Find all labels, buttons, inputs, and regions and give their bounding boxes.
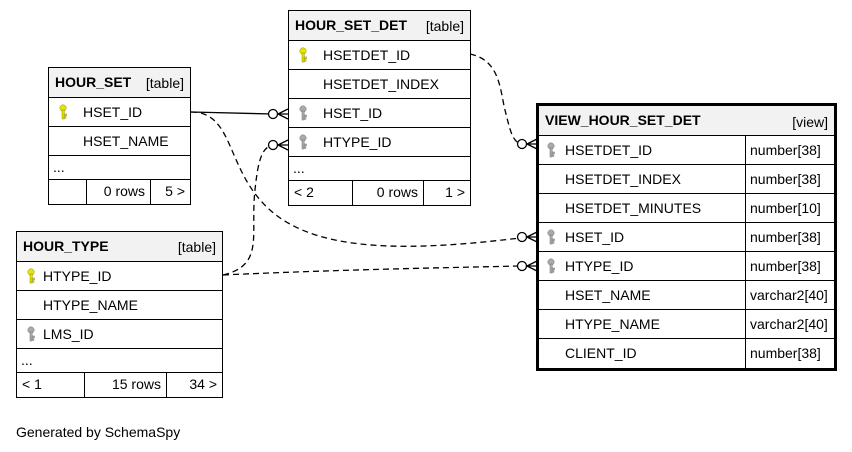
ellipsis-text: ...: [293, 160, 305, 176]
link-hourset-to-view: [190, 111, 521, 247]
column-name: HTYPE_NAME: [565, 316, 660, 332]
table-name: HOUR_TYPE: [23, 238, 109, 254]
link-end-circle: [516, 138, 528, 150]
foreign-key-icon: [299, 134, 307, 150]
link-end-circle: [516, 260, 528, 272]
column-type: varchar2[40]: [745, 310, 835, 338]
column-row: HTYPE_ID number[38]: [539, 252, 834, 281]
primary-key-icon: [27, 268, 35, 284]
column-name: HSET_ID: [83, 104, 143, 120]
column-type: number[10]: [745, 194, 835, 222]
ellipsis-row: ...: [289, 157, 470, 181]
column-type: varchar2[40]: [745, 281, 835, 309]
table-kind: [table]: [425, 18, 464, 34]
table-footer: < 1 15 rows 34 >: [17, 373, 222, 397]
column-type: number[38]: [745, 252, 835, 280]
table-header: VIEW_HOUR_SET_DET [view]: [539, 106, 834, 136]
column-name: HSETDET_ID: [323, 47, 411, 63]
link-end-circle: [516, 231, 528, 243]
ellipsis-text: ...: [21, 352, 33, 368]
table-header: HOUR_SET [table]: [49, 68, 190, 98]
link-hourtype-to-hoursetdet: [222, 144, 273, 276]
ellipsis-text: ...: [53, 159, 65, 175]
ellipsis-row: ...: [49, 156, 190, 180]
column-type: number[38]: [745, 165, 835, 193]
primary-key-icon: [299, 47, 307, 63]
column-name: HSETDET_INDEX: [323, 76, 439, 92]
row-count: 0 rows: [353, 181, 424, 205]
table-hour-set[interactable]: HOUR_SET [table] HSET_ID HSET_NAME ... 0…: [48, 67, 191, 205]
column-name: CLIENT_ID: [565, 345, 637, 361]
column-type: number[38]: [745, 223, 835, 251]
row-count: 0 rows: [87, 180, 151, 204]
table-kind: [table]: [177, 239, 216, 255]
table-footer: < 2 0 rows 1 >: [289, 181, 470, 205]
table-hour-set-det[interactable]: HOUR_SET_DET [table] HSETDET_ID HSETDET_…: [288, 10, 471, 206]
table-name: HOUR_SET_DET: [295, 17, 408, 33]
foreign-key-icon: [547, 229, 555, 245]
column-row: HSET_ID: [49, 98, 190, 127]
column-name: HSETDET_MINUTES: [565, 200, 702, 216]
ellipsis-row: ...: [17, 349, 222, 373]
column-row: HTYPE_ID: [289, 128, 470, 157]
column-row: HTYPE_NAME varchar2[40]: [539, 310, 834, 339]
table-footer: 0 rows 5 >: [49, 180, 190, 204]
table-header: HOUR_TYPE [table]: [17, 232, 222, 262]
link-hourtype-to-view: [222, 265, 521, 276]
link-hoursetdet-to-view: [469, 53, 521, 145]
column-type: number[38]: [745, 136, 835, 164]
column-name: HTYPE_NAME: [43, 297, 138, 313]
link-end-circle: [267, 139, 279, 151]
column-name: HSETDET_INDEX: [565, 171, 681, 187]
column-row: HSET_NAME: [49, 127, 190, 156]
link-hourset-to-hoursetdet: [190, 111, 273, 115]
table-name: VIEW_HOUR_SET_DET: [545, 112, 701, 128]
primary-key-icon: [59, 104, 67, 120]
column-name: HTYPE_ID: [565, 258, 634, 274]
column-type: number[38]: [745, 339, 835, 368]
parent-count[interactable]: < 2: [289, 181, 353, 205]
column-row: HSETDET_INDEX number[38]: [539, 165, 834, 194]
column-row: HSET_NAME varchar2[40]: [539, 281, 834, 310]
column-name: HTYPE_ID: [43, 268, 112, 284]
parent-count[interactable]: < 1: [17, 373, 85, 397]
parent-count[interactable]: [49, 180, 87, 204]
table-header: HOUR_SET_DET [table]: [289, 11, 470, 41]
column-row: HTYPE_ID: [17, 262, 222, 291]
table-hour-type[interactable]: HOUR_TYPE [table] HTYPE_ID HTYPE_NAME LM…: [16, 231, 223, 398]
foreign-key-icon: [27, 326, 35, 342]
column-row: HSETDET_MINUTES number[10]: [539, 194, 834, 223]
child-count[interactable]: 5 >: [165, 183, 185, 199]
column-row: HSETDET_ID: [289, 41, 470, 70]
table-kind: [table]: [145, 75, 184, 91]
column-name: HSET_ID: [323, 105, 383, 121]
column-row: HSETDET_INDEX: [289, 70, 470, 99]
column-name: LMS_ID: [43, 326, 94, 342]
column-row: HSET_ID: [289, 99, 470, 128]
table-kind: [view]: [792, 114, 828, 130]
foreign-key-icon: [299, 105, 307, 121]
column-row: HSET_ID number[38]: [539, 223, 834, 252]
table-name: HOUR_SET: [55, 74, 132, 90]
column-row: CLIENT_ID number[38]: [539, 339, 834, 368]
column-name: HSETDET_ID: [565, 142, 653, 158]
column-name: HSET_NAME: [83, 133, 169, 149]
column-name: HSET_NAME: [565, 287, 651, 303]
generated-by-text[interactable]: Generated by SchemaSpy: [16, 424, 181, 440]
column-row: HTYPE_NAME: [17, 291, 222, 320]
link-end-circle: [267, 108, 279, 120]
column-row: LMS_ID: [17, 320, 222, 349]
row-count: 15 rows: [85, 373, 167, 397]
column-row: HSETDET_ID number[38]: [539, 136, 834, 165]
column-name: HTYPE_ID: [323, 134, 392, 150]
foreign-key-icon: [547, 142, 555, 158]
column-name: HSET_ID: [565, 229, 625, 245]
foreign-key-icon: [547, 258, 555, 274]
child-count[interactable]: 34 >: [189, 376, 217, 392]
child-count[interactable]: 1 >: [445, 184, 465, 200]
view-hour-set-det[interactable]: VIEW_HOUR_SET_DET [view] HSETDET_ID numb…: [536, 103, 837, 371]
